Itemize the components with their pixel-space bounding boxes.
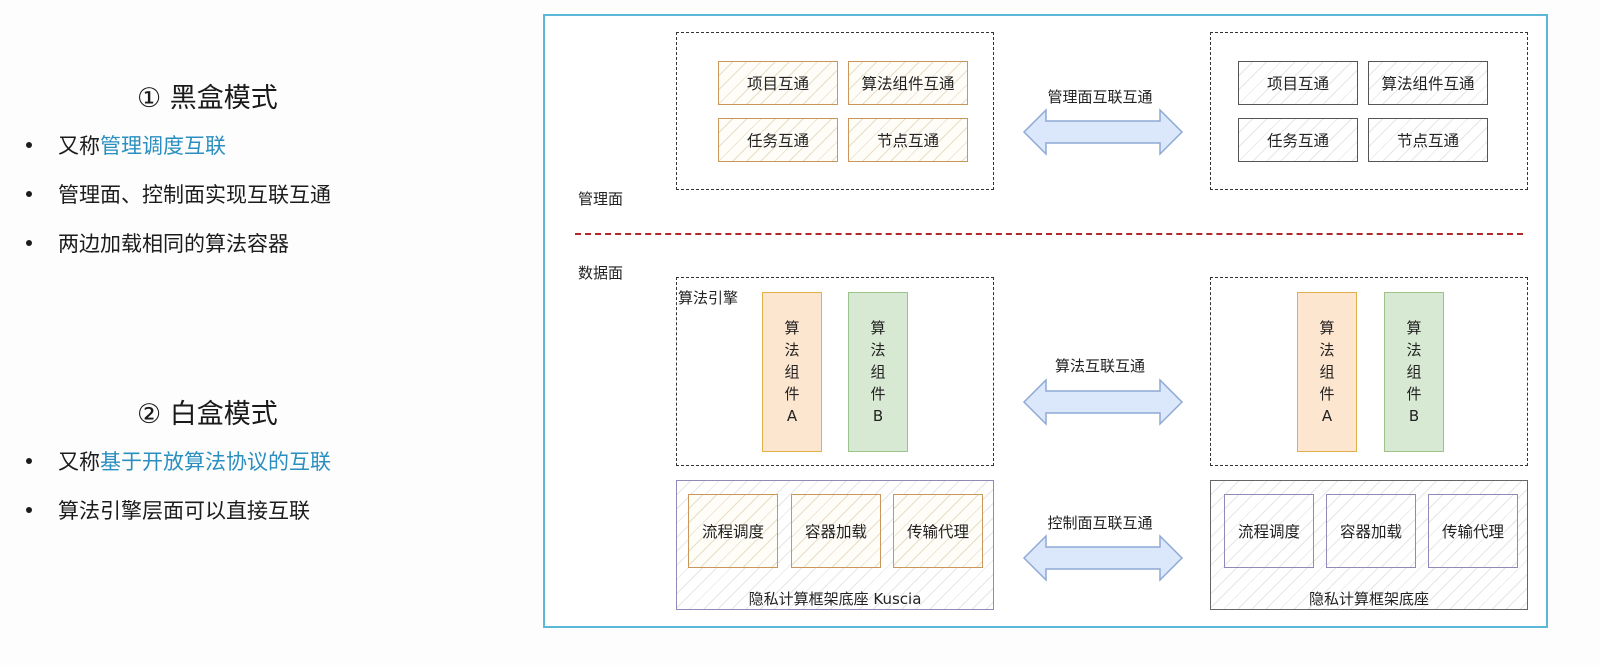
component-char: 组 bbox=[1319, 363, 1335, 381]
node-interop-cell: 节点互通 bbox=[1368, 118, 1488, 162]
bullet-dot-icon bbox=[26, 507, 32, 513]
component-char: 法 bbox=[870, 341, 886, 359]
data-plane-label: 数据面 bbox=[578, 264, 624, 282]
component-char: 件 bbox=[1319, 385, 1335, 403]
management-left-group bbox=[676, 32, 994, 190]
algorithm-engine-left-group bbox=[676, 277, 994, 466]
base-label-kuscia: 隐私计算框架底座 Kuscia bbox=[748, 590, 922, 608]
black-box-mode-title: ① 黑盒模式 bbox=[137, 83, 278, 114]
component-char: 组 bbox=[1406, 363, 1422, 381]
process-scheduling-cell: 流程调度 bbox=[1224, 494, 1314, 568]
bidirectional-arrow-icon bbox=[1022, 378, 1184, 426]
bullet-text: 又称 bbox=[58, 134, 100, 158]
white-box-mode-title: ② 白盒模式 bbox=[137, 399, 278, 430]
component-char: 算 bbox=[870, 319, 886, 337]
container-loading-cell: 容器加载 bbox=[791, 494, 881, 568]
task-interop-cell: 任务互通 bbox=[1238, 118, 1358, 162]
bullet-item: 两边加载相同的算法容器 bbox=[26, 228, 289, 258]
bullet-text: 算法引擎层面可以直接互联 bbox=[58, 499, 310, 523]
transport-proxy-cell: 传输代理 bbox=[1428, 494, 1518, 568]
project-interop-cell: 项目互通 bbox=[1238, 61, 1358, 105]
component-char: 件 bbox=[1406, 385, 1422, 403]
bullet-item: 管理面、控制面实现互联互通 bbox=[26, 179, 331, 209]
bullet-dot-icon bbox=[26, 240, 32, 246]
component-char: 件 bbox=[784, 385, 800, 403]
bullet-item: 又称管理调度互联 bbox=[26, 130, 226, 160]
bidirectional-arrow-icon bbox=[1022, 108, 1184, 156]
algorithm-component-a: 算 法 组 件 A bbox=[1297, 292, 1357, 452]
component-char: 法 bbox=[784, 341, 800, 359]
bullet-item: 又称基于开放算法协议的互联 bbox=[26, 446, 331, 476]
component-char: 组 bbox=[784, 363, 800, 381]
algorithm-component-b: 算 法 组 件 B bbox=[1384, 292, 1444, 452]
transport-proxy-cell: 传输代理 bbox=[893, 494, 983, 568]
bullet-text: 又称 bbox=[58, 450, 100, 474]
bullet-text: 管理面、控制面实现互联互通 bbox=[58, 183, 331, 207]
algorithm-engine-label: 算法引擎 bbox=[678, 289, 739, 307]
component-char: B bbox=[1408, 407, 1420, 425]
control-arrow-label: 控制面互联互通 bbox=[1047, 514, 1153, 532]
component-char: 法 bbox=[1406, 341, 1422, 359]
base-label: 隐私计算框架底座 bbox=[1308, 590, 1429, 608]
task-interop-cell: 任务互通 bbox=[718, 118, 838, 162]
bullet-highlight: 基于开放算法协议的互联 bbox=[100, 450, 331, 474]
bullet-dot-icon bbox=[26, 142, 32, 148]
process-scheduling-cell: 流程调度 bbox=[688, 494, 778, 568]
component-char: B bbox=[872, 407, 884, 425]
component-char: 组 bbox=[870, 363, 886, 381]
plane-divider bbox=[575, 233, 1523, 235]
node-interop-cell: 节点互通 bbox=[848, 118, 968, 162]
component-char: 法 bbox=[1319, 341, 1335, 359]
project-interop-cell: 项目互通 bbox=[718, 61, 838, 105]
bullet-text: 两边加载相同的算法容器 bbox=[58, 232, 289, 256]
component-char: A bbox=[786, 407, 798, 425]
component-char: 算 bbox=[1319, 319, 1335, 337]
algorithm-component-a: 算 法 组 件 A bbox=[762, 292, 822, 452]
bullet-item: 算法引擎层面可以直接互联 bbox=[26, 495, 310, 525]
management-arrow-label: 管理面互联互通 bbox=[1047, 88, 1153, 106]
bidirectional-arrow-icon bbox=[1022, 534, 1184, 582]
algorithm-arrow-label: 算法互联互通 bbox=[1054, 357, 1145, 375]
management-right-group bbox=[1210, 32, 1528, 190]
management-plane-label: 管理面 bbox=[578, 190, 624, 208]
algorithm-engine-right-group bbox=[1210, 277, 1528, 466]
bullet-dot-icon bbox=[26, 458, 32, 464]
algorithm-component-interop-cell: 算法组件互通 bbox=[848, 61, 968, 105]
container-loading-cell: 容器加载 bbox=[1326, 494, 1416, 568]
bullet-dot-icon bbox=[26, 191, 32, 197]
component-char: A bbox=[1321, 407, 1333, 425]
algorithm-component-b: 算 法 组 件 B bbox=[848, 292, 908, 452]
component-char: 件 bbox=[870, 385, 886, 403]
component-char: 算 bbox=[1406, 319, 1422, 337]
bullet-highlight: 管理调度互联 bbox=[100, 134, 226, 158]
component-char: 算 bbox=[784, 319, 800, 337]
algorithm-component-interop-cell: 算法组件互通 bbox=[1368, 61, 1488, 105]
